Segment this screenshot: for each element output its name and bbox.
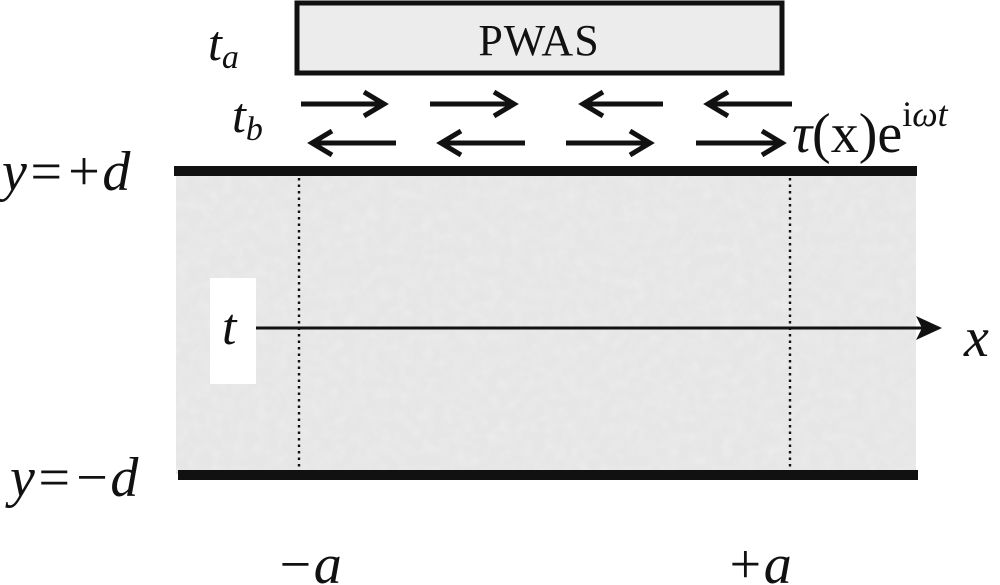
plus-a-label: +a [726,534,792,585]
pwas-box [294,0,785,76]
y-plus-d-label: y=+d [0,141,131,203]
y-minus-d-label: y=−d [5,447,139,509]
t-b-subscript: b [246,111,263,148]
shear-arrow-left [578,89,663,119]
tau-exponent-i: i [902,94,912,134]
shear-arrows-top-row [301,89,792,119]
thickness-label-box [210,278,256,384]
shear-arrows-bottom-row [307,128,787,158]
shear-arrow-left [436,128,525,158]
shear-stress-label: τ(x)eiωt [792,94,949,165]
shear-arrow-right [430,89,519,119]
t-a-label: ta [208,15,239,76]
x-axis-arrowhead [916,316,942,340]
minus-a-label: −a [276,534,342,585]
t-b-label: tb [232,87,263,148]
shear-arrow-left [307,128,396,158]
t-a-main: t [208,15,223,71]
t-b-main: t [232,87,247,143]
tau-exponent-omega-t: ωt [912,94,948,134]
shear-arrow-left [703,89,792,119]
thickness-label: t [222,299,238,356]
t-a-subscript: a [222,39,239,76]
pwas-label: PWAS [478,16,599,65]
shear-arrow-right [566,128,655,158]
x-axis-label: x [963,307,989,369]
shear-arrow-right [301,89,389,119]
shear-arrow-right [696,128,787,158]
tau-symbol: τ [792,103,814,165]
plate-texture [176,172,916,474]
tau-argument: (x)e [812,103,902,165]
